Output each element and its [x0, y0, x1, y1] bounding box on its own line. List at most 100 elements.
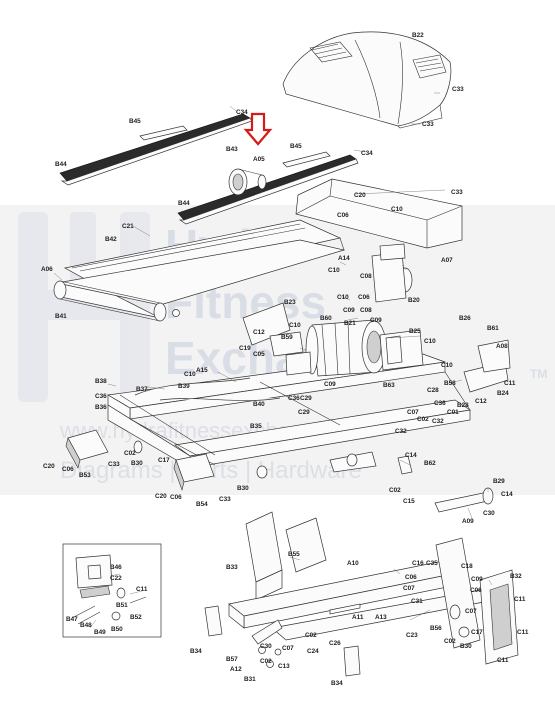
label-C15: C15 — [403, 498, 415, 505]
label-C21: C21 — [122, 223, 134, 230]
label-B44: B44 — [55, 161, 67, 168]
label-C09: C09 — [471, 576, 483, 583]
label-B20: B20 — [408, 297, 420, 304]
label-C17: C17 — [158, 457, 170, 464]
label-B24: B24 — [497, 390, 509, 397]
label-C13: C13 — [278, 663, 290, 670]
label-C06: C06 — [470, 587, 482, 594]
label-B49: B49 — [94, 629, 106, 636]
label-A07: A07 — [441, 257, 453, 264]
label-A10: A10 — [347, 560, 359, 567]
label-C34: C34 — [236, 109, 248, 116]
label-C22: C22 — [110, 575, 122, 582]
label-C06: C06 — [358, 294, 370, 301]
label-C35: C35 — [426, 560, 438, 567]
label-B58: B58 — [444, 380, 456, 387]
label-B51: B51 — [116, 602, 128, 609]
label-C29: C29 — [298, 409, 310, 416]
label-C11: C11 — [497, 657, 509, 664]
label-C10: C10 — [424, 338, 436, 345]
label-C10: C10 — [441, 362, 453, 369]
label-B22: B22 — [412, 32, 424, 39]
label-B45: B45 — [290, 143, 302, 150]
label-C10: C10 — [328, 267, 340, 274]
label-B29: B29 — [493, 478, 505, 485]
label-C18: C18 — [461, 563, 473, 570]
label-C09: C09 — [343, 307, 355, 314]
label-C23: C23 — [406, 632, 418, 639]
label-A05: A05 — [253, 156, 265, 163]
label-C33: C33 — [451, 189, 463, 196]
label-C02: C02 — [389, 487, 401, 494]
inset-detail — [62, 543, 162, 638]
label-B62: B62 — [424, 460, 436, 467]
label-B59: B59 — [281, 334, 293, 341]
label-C10: C10 — [337, 294, 349, 301]
label-C33: C33 — [422, 121, 434, 128]
label-B50: B50 — [111, 626, 123, 633]
rail-assembly — [59, 112, 359, 225]
label-B43: B43 — [226, 146, 238, 153]
label-C20: C20 — [43, 463, 55, 470]
label-C07: C07 — [407, 409, 419, 416]
watermark-tm: TM — [530, 367, 547, 381]
leader-lines — [53, 92, 493, 629]
label-B25: B25 — [409, 328, 421, 335]
label-C07: C07 — [403, 585, 415, 592]
label-B41: B41 — [55, 313, 67, 320]
label-C11: C11 — [517, 629, 529, 636]
label-C06: C06 — [337, 212, 349, 219]
label-B46: B46 — [110, 564, 122, 571]
label-B28: B28 — [457, 402, 469, 409]
label-C20: C20 — [155, 493, 167, 500]
label-B57: B57 — [226, 656, 238, 663]
label-B33: B33 — [226, 564, 238, 571]
label-C12: C12 — [253, 329, 265, 336]
label-C01: C01 — [447, 409, 459, 416]
label-C06: C06 — [405, 574, 417, 581]
label-B47: B47 — [66, 616, 78, 623]
label-B39: B39 — [178, 383, 190, 390]
drive-motor — [305, 243, 424, 377]
label-B30: B30 — [131, 460, 143, 467]
rear-axle — [133, 440, 494, 513]
label-B32: B32 — [510, 573, 522, 580]
label-A06: A06 — [41, 266, 53, 273]
label-C06: C06 — [62, 466, 74, 473]
label-C02: C02 — [444, 638, 456, 645]
label-B26: B26 — [459, 315, 471, 322]
label-B34: B34 — [331, 680, 343, 687]
label-C33: C33 — [219, 496, 231, 503]
motor-pan — [295, 178, 463, 249]
label-C36: C36 — [434, 400, 446, 407]
label-C02: C02 — [417, 416, 429, 423]
highlight-arrow-icon — [243, 112, 273, 146]
label-C08: C08 — [360, 307, 372, 314]
label-B56: B56 — [430, 625, 442, 632]
label-C28: C28 — [427, 387, 439, 394]
label-C11: C11 — [514, 596, 526, 603]
label-C02: C02 — [305, 632, 317, 639]
label-C02: C02 — [124, 450, 136, 457]
label-B31: B31 — [244, 676, 256, 683]
label-A12: A12 — [230, 666, 242, 673]
label-C07: C07 — [282, 645, 294, 652]
incline-bracket — [242, 302, 312, 376]
motor-hood — [282, 31, 452, 129]
label-B38: B38 — [95, 378, 107, 385]
label-B44: B44 — [178, 200, 190, 207]
label-C09: C09 — [370, 317, 382, 324]
part-labels: B22 C33 C33 C34 B45 B43 A05 B45 C34 B44 … — [41, 32, 529, 687]
label-B63: B63 — [383, 382, 395, 389]
label-B61: B61 — [487, 325, 499, 332]
label-C36: C36 — [288, 395, 300, 402]
upright-frame — [204, 511, 519, 677]
label-B48: B48 — [80, 622, 92, 629]
label-C08: C08 — [360, 273, 372, 280]
label-C32: C32 — [432, 418, 444, 425]
label-C26: C26 — [329, 640, 341, 647]
label-C33: C33 — [108, 461, 120, 468]
label-B42: B42 — [105, 236, 117, 243]
label-A11: A11 — [352, 614, 364, 621]
